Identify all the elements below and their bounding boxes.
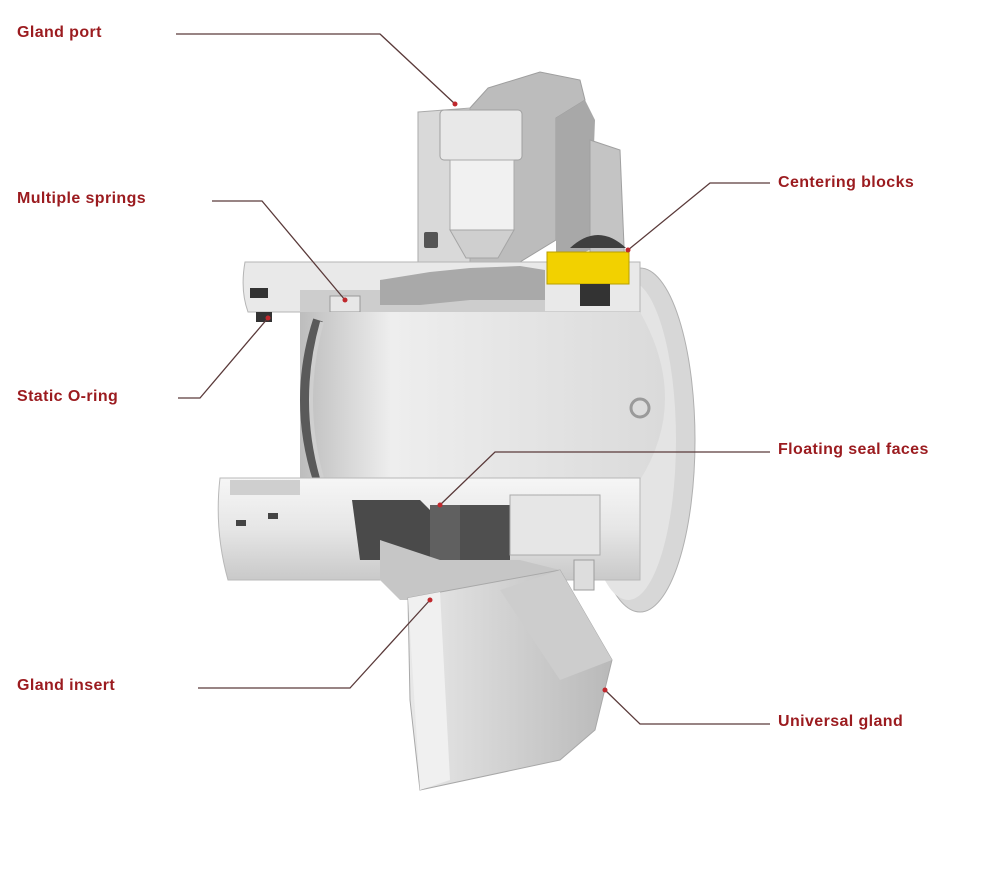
callout-title: Gland port <box>17 24 102 41</box>
leader-floating-faces <box>439 451 770 506</box>
callout-universal-gland: Universal gland <box>778 713 1000 733</box>
leader-multiple-springs <box>212 200 346 301</box>
leader-arrowheads <box>265 101 631 693</box>
leader-static-oring <box>178 317 269 399</box>
callout-multiple-springs: Multiple springs <box>17 190 277 210</box>
callout-title: Centering blocks <box>778 174 915 191</box>
leader-centering-blocks <box>627 182 770 251</box>
callout-centering-blocks: Centering blocks <box>778 174 1000 194</box>
callout-title: Gland insert <box>17 677 116 694</box>
callout-static-oring: Static O-ring <box>17 388 277 408</box>
leader-universal-gland <box>604 689 770 725</box>
callout-floating-seal-faces: Floating seal faces <box>778 441 1000 461</box>
callout-title: Multiple springs <box>17 190 147 207</box>
leader-gland-insert <box>198 599 431 689</box>
lower-gland-body <box>407 569 613 791</box>
leader-lines <box>176 33 770 725</box>
shaft-sleeve <box>300 312 665 482</box>
callout-gland-port: Gland port <box>17 24 277 44</box>
leader-gland-port <box>176 33 456 105</box>
callout-title: Floating seal faces <box>778 441 929 458</box>
callout-title: Static O-ring <box>17 388 119 405</box>
callout-gland-insert: Gland insert <box>17 677 277 697</box>
upper-section <box>242 261 641 322</box>
lower-section <box>217 477 641 600</box>
centering-block <box>546 235 630 306</box>
callout-title: Universal gland <box>778 713 904 730</box>
gland-port-tower <box>417 71 626 291</box>
